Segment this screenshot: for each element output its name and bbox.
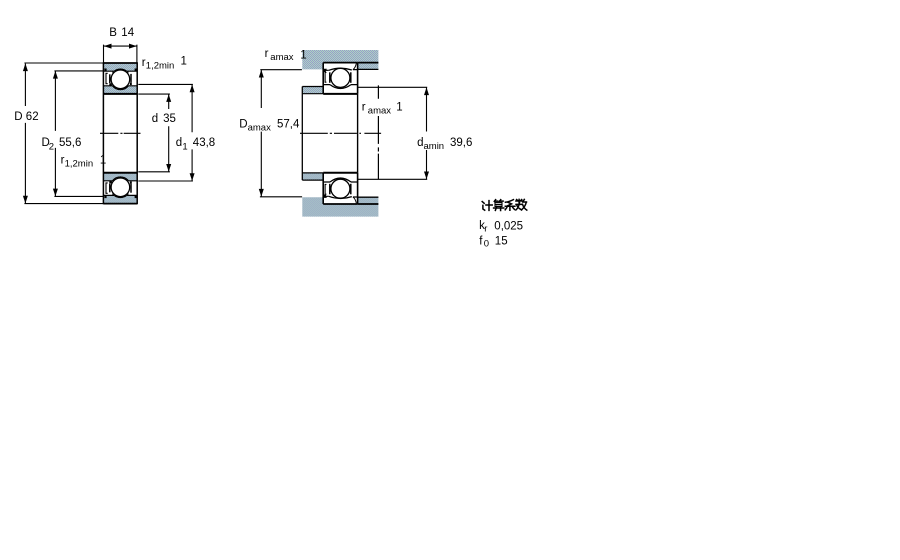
svg-text:1: 1: [300, 50, 306, 62]
svg-text:k: k: [479, 220, 485, 232]
svg-text:55,6: 55,6: [59, 137, 81, 149]
svg-text:amin: amin: [424, 141, 445, 152]
svg-text:62: 62: [26, 111, 39, 123]
svg-text:1,2min: 1,2min: [146, 61, 175, 72]
svg-text:amax: amax: [368, 106, 391, 117]
svg-text:43,8: 43,8: [193, 137, 215, 149]
svg-text:57,4: 57,4: [277, 119, 300, 131]
svg-text:1: 1: [181, 56, 187, 68]
svg-text:r: r: [61, 155, 65, 167]
svg-text:35: 35: [163, 113, 176, 125]
svg-text:0,025: 0,025: [494, 221, 523, 233]
svg-text:1: 1: [182, 142, 187, 153]
svg-text:d: d: [176, 137, 182, 149]
svg-text:D: D: [42, 137, 50, 149]
svg-text:r: r: [265, 48, 269, 60]
svg-text:1: 1: [396, 102, 402, 114]
svg-text:amax: amax: [270, 52, 293, 63]
svg-text:2: 2: [49, 142, 54, 153]
svg-text:15: 15: [495, 236, 508, 248]
svg-text:r: r: [142, 57, 146, 69]
svg-text:B: B: [109, 27, 117, 39]
svg-text:0: 0: [484, 239, 489, 250]
svg-text:d: d: [152, 113, 158, 125]
svg-text:d: d: [417, 137, 423, 149]
svg-text:r: r: [484, 224, 487, 235]
svg-text:D: D: [239, 119, 247, 131]
svg-text:1: 1: [100, 155, 106, 167]
svg-text:f: f: [479, 235, 483, 247]
svg-text:1,2min: 1,2min: [65, 159, 94, 170]
svg-text:39,6: 39,6: [450, 137, 472, 149]
svg-text:amax: amax: [248, 123, 271, 134]
svg-text:r: r: [362, 102, 366, 114]
svg-text:14: 14: [121, 27, 134, 39]
svg-text:D: D: [14, 111, 22, 123]
